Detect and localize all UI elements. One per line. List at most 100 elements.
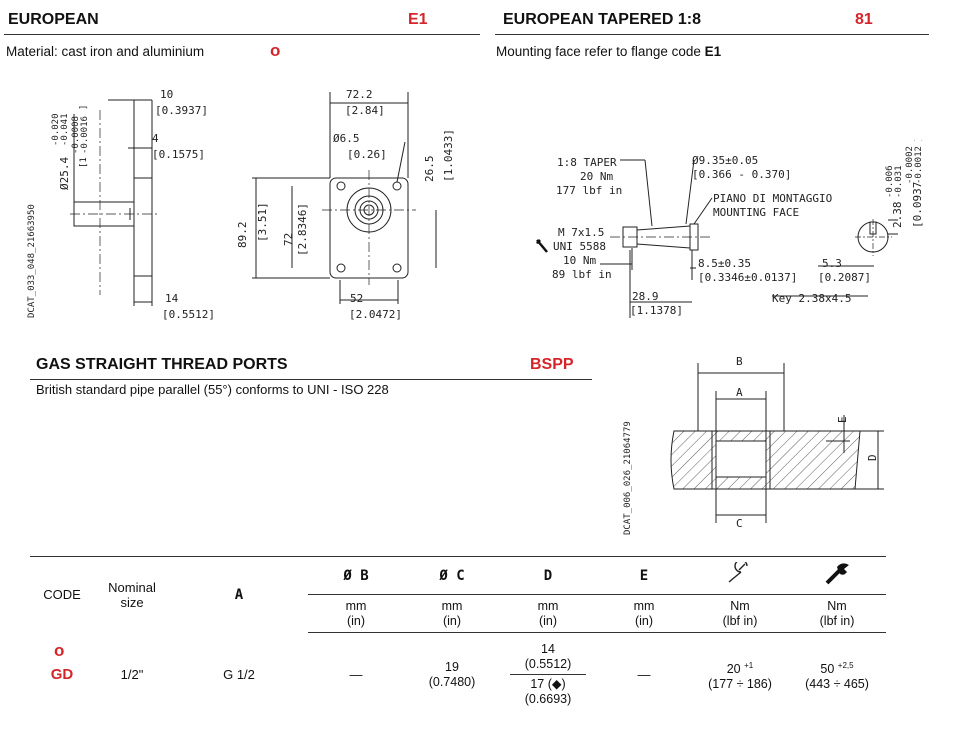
dim-label: Ø6.5 <box>333 132 360 145</box>
header-b: Ø B <box>308 556 404 595</box>
cell-code: o GD <box>30 633 94 717</box>
section-code-e1: E1 <box>408 11 428 28</box>
dim-label: 8.5±0.35 <box>698 257 751 270</box>
dim-label: [0.2087] <box>818 271 871 284</box>
dim-label: [0.366 - 0.370] <box>692 168 791 181</box>
unit-b: mm(in) <box>308 594 404 633</box>
port-label-d: D <box>866 454 879 461</box>
dim-label: 72 <box>282 233 295 246</box>
cell-d: 14(0.5512) 17 (◆)(0.6693) <box>500 633 596 717</box>
dim-label: Ø25.4 <box>58 157 71 190</box>
dim-label: 26.5 <box>423 156 436 183</box>
section-title-european: EUROPEAN <box>8 11 99 28</box>
dim-label: 177 lbf in <box>556 184 622 197</box>
dim-label: [2.84] <box>345 104 385 117</box>
dim-label: -0.0008 <box>71 116 81 154</box>
unit-torque: Nm(lbf in) <box>788 594 886 633</box>
dim-label: [1.0433] <box>442 129 455 182</box>
cell-torque: 50 +2,5(443 ÷ 465) <box>805 660 869 691</box>
wrench-outline-icon <box>728 559 748 583</box>
port-label-b: B <box>736 355 743 368</box>
unit-e: mm(in) <box>596 594 692 633</box>
dim-label: [3.51] <box>256 202 269 242</box>
dim-label: 10 Nm <box>563 254 596 267</box>
dim-label: [1.1378] <box>630 304 683 317</box>
dim-label: -0.0002 <box>905 146 915 184</box>
dim-label: 5.3 <box>822 257 842 270</box>
port-label-e: E <box>836 416 849 423</box>
drawing-code: DCAT_033_048_21663950 <box>27 204 37 318</box>
header-e: E <box>596 556 692 595</box>
unit-d: mm(in) <box>500 594 596 633</box>
section-rule <box>495 34 929 35</box>
dim-label: 28.9 <box>632 290 659 303</box>
dim-label: 89 lbf in <box>552 268 612 281</box>
dim-label: -0.020 <box>51 113 61 146</box>
wrench-icon <box>536 239 548 253</box>
dim-label: 14 <box>165 292 179 305</box>
dim-label: [2.8346] <box>296 203 309 256</box>
section-subtitle-gas: British standard pipe parallel (55°) con… <box>36 382 389 397</box>
cell-c: 19(0.7480) <box>428 659 476 689</box>
section-title-tapered: EUROPEAN TAPERED 1:8 <box>503 11 701 28</box>
header-c: Ø C <box>404 556 500 595</box>
header-code: CODE <box>30 556 94 633</box>
section-code-bspp: BSPP <box>530 356 574 373</box>
dim-label: [0.26] <box>347 148 387 161</box>
section-subtitle-tapered: Mounting face refer to flange code E1 <box>496 44 722 59</box>
dim-label: UNI 5588 <box>553 240 606 253</box>
dim-label: -0.0016 <box>80 116 90 154</box>
cell-a: G 1/2 <box>223 667 255 682</box>
table-row: o GD 1/2" G 1/2 — 19(0.7480) 14(0.5512) … <box>30 633 886 717</box>
drawing-81: 1:8 TAPER 20 Nm 177 lbf in Ø9.35±0.05 [0… <box>552 140 924 318</box>
section-title-gas: GAS STRAIGHT THREAD PORTS <box>36 356 288 373</box>
drawing-code: DCAT_006_026_21064779 <box>623 421 633 535</box>
table-units-row: mm(in) mm(in) mm(in) mm(in) Nm(lbf in) N… <box>30 594 886 633</box>
dim-label: [0.1575] <box>152 148 205 161</box>
dim-label: Ø9.35±0.05 <box>692 154 758 167</box>
unit-c: mm(in) <box>404 594 500 633</box>
dim-label: M 7x1.5 <box>558 226 604 239</box>
code-value: GD <box>50 666 74 683</box>
dim-label: -0.006 <box>885 165 895 198</box>
dim-label: 72.2 <box>346 88 373 101</box>
dim-label: [2.0472] <box>349 308 402 321</box>
header-a: A <box>170 556 308 633</box>
availability-marker: o <box>54 640 65 660</box>
dim-label: [0.3937] <box>155 104 208 117</box>
section-subtitle-european: Material: cast iron and aluminium <box>6 44 205 59</box>
dim-label: Key 2.38x4.5 <box>772 292 851 305</box>
dim-label: [0.3346±0.0137] <box>698 271 797 284</box>
header-torque-wrench <box>788 556 886 595</box>
section-rule <box>30 379 592 380</box>
dim-label: ] <box>914 140 924 142</box>
header-d: D <box>500 556 596 595</box>
dim-label: [0.0937 <box>911 182 924 228</box>
cell-b: — <box>349 667 363 683</box>
dim-label: 4 <box>152 132 159 145</box>
dim-label: MOUNTING FACE <box>713 206 799 219</box>
cell-nominal: 1/2" <box>120 667 144 682</box>
dim-label: -0.041 <box>60 113 70 146</box>
dim-label: 89.2 <box>236 222 249 249</box>
section-rule <box>4 34 480 35</box>
torque-wrench-icon <box>825 563 849 585</box>
header-wrench <box>692 556 788 595</box>
drawing-e1: 10 [0.3937] 4 [0.1575] 14 [0.5512] Ø25.4… <box>27 88 455 321</box>
dim-label: ] <box>79 105 89 110</box>
port-label-a: A <box>736 386 743 399</box>
dim-label: 1:8 TAPER <box>557 156 617 169</box>
dim-label: 20 Nm <box>580 170 613 183</box>
availability-marker: o <box>270 41 281 60</box>
dim-label: [1 <box>79 157 89 168</box>
dim-label: 2.38 <box>891 202 904 229</box>
dim-label: [0.5512] <box>162 308 215 321</box>
cell-e: — <box>637 667 651 683</box>
port-label-c: C <box>736 517 743 530</box>
dim-label: PIANO DI MONTAGGIO <box>713 192 832 205</box>
dim-label: 10 <box>160 88 173 101</box>
section-code-81: 81 <box>855 11 873 28</box>
